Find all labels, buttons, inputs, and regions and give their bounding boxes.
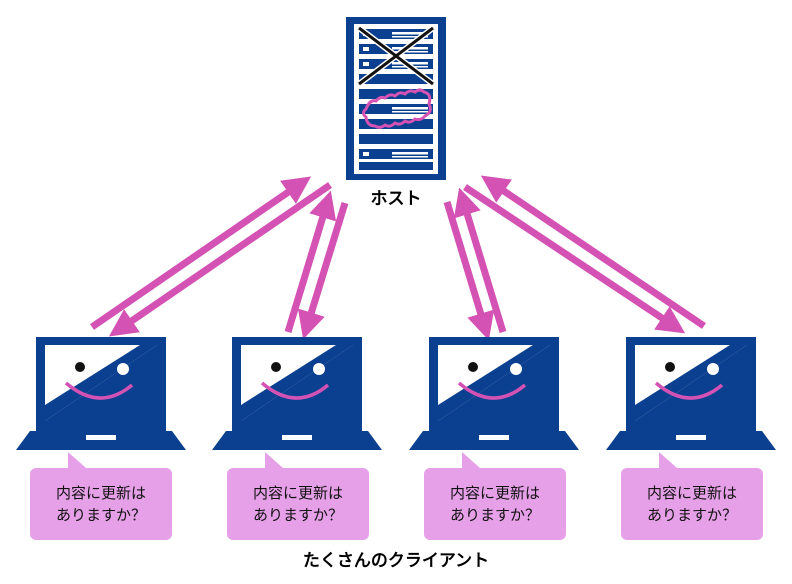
- laptop-icon: [604, 335, 778, 452]
- bubble-line: 内容に更新は: [252, 484, 343, 502]
- host-server-icon: [346, 17, 446, 180]
- arrow-host-to-client1: [108, 182, 332, 337]
- bubble-line: ありますか？: [55, 506, 146, 524]
- arrow-client3-to-host: [453, 187, 507, 334]
- arrow-host-to-client4: [463, 184, 686, 334]
- arrows: [90, 175, 706, 341]
- client-speech-bubble: 内容に更新は ありますか？: [621, 452, 763, 540]
- bubble-line: ありますか？: [252, 506, 343, 524]
- client-speech-bubble: 内容に更新は ありますか？: [227, 452, 369, 540]
- client-speech-bubble: 内容に更新は ありますか？: [424, 452, 566, 540]
- host-label: ホスト: [370, 189, 422, 209]
- arrow-host-to-client3: [443, 200, 495, 341]
- laptop-icon: [16, 337, 186, 450]
- arrow-host-to-client2: [297, 201, 349, 340]
- highlight-wave-icon: [362, 88, 432, 129]
- bubble-line: 内容に更新は: [449, 484, 540, 502]
- laptop-icon: [210, 335, 384, 452]
- arrow-client1-to-host: [90, 176, 312, 330]
- bubble-line: ありますか？: [449, 506, 540, 524]
- clients-caption: たくさんのクライアント: [302, 551, 490, 571]
- laptop-icon: [407, 335, 581, 452]
- client-speech-bubble: 内容に更新は ありますか？: [30, 452, 172, 540]
- arrow-client2-to-host: [284, 190, 337, 334]
- arrow-client4-to-host: [480, 175, 706, 329]
- bubble-line: 内容に更新は: [55, 484, 146, 502]
- bubble-line: ありますか？: [646, 506, 737, 524]
- failed-drives-cross-icon: [357, 25, 435, 87]
- bubble-line: 内容に更新は: [646, 484, 737, 502]
